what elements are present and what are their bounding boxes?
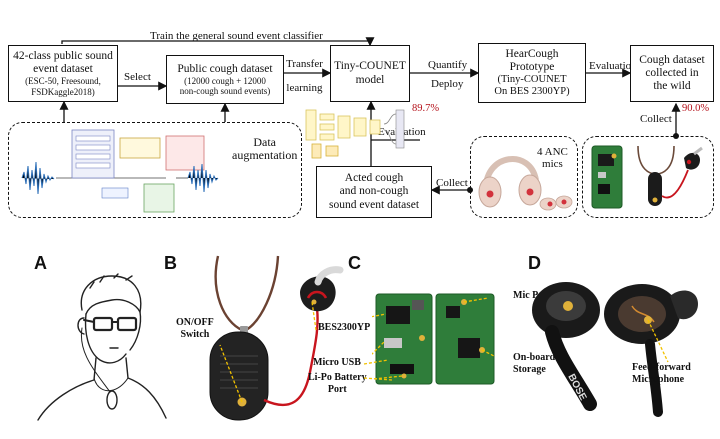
box-public-cough: Public cough dataset (12000 cough + 1200… <box>166 55 284 104</box>
transfer-label: Transfer learning <box>286 58 323 95</box>
panel-c-letter: C <box>348 253 361 273</box>
panel-a-letter: A <box>34 253 47 273</box>
data-augmentation-label: Data augmentation <box>232 135 298 163</box>
quantify-label: Quantify <box>428 59 468 71</box>
select-label: Select <box>124 71 151 83</box>
person-wearing-device-illustration <box>37 273 167 421</box>
feed-forward-microphone-label: Feed-forward Microphone <box>632 362 691 385</box>
device-group <box>582 136 714 218</box>
deploy-label: Deploy <box>431 78 464 90</box>
box-acted: Acted cough and non-cough sound event da… <box>316 166 432 218</box>
box-42class: 42-class public sound event dataset (ESC… <box>8 45 118 102</box>
battery-port-label: Li-Po Battery Port <box>308 372 367 395</box>
mic-port-label: Mic Port <box>513 290 552 301</box>
augmentation-pipeline-diagram <box>21 129 219 213</box>
onboard-storage-label: On-board Storage <box>513 352 556 375</box>
accuracy-model: 89.7% <box>412 103 440 114</box>
box-hearcough: HearCough Prototype (Tiny-COUNET On BES … <box>478 43 586 103</box>
pcb-board-photo <box>372 293 495 385</box>
data-augmentation-group <box>8 122 302 218</box>
hearcough-prototype-photo <box>209 255 344 421</box>
device-photos <box>591 145 703 209</box>
collect-mid-label: Collect <box>436 177 468 189</box>
headphones-earbuds-photo <box>478 155 573 211</box>
box-tiny-counet: Tiny-COUNET model <box>330 45 410 102</box>
collect-right-label: Collect <box>640 113 672 125</box>
bes2300yp-label: BES2300YP <box>318 322 371 333</box>
accuracy-wild: 90.0% <box>682 103 710 114</box>
network-diagram-thumbnail <box>305 109 405 159</box>
panel-b-letter: B <box>164 253 177 273</box>
train-label: Train the general sound event classifier <box>150 30 323 42</box>
onoff-switch-label: ON/OFF Switch <box>176 317 214 340</box>
bose-earbuds-photo: BOSE <box>532 282 698 417</box>
anc-mics-label: 4 ANC mics <box>537 146 568 171</box>
train-arrow <box>61 37 375 47</box>
evaluation-top-label: Evaluation <box>589 60 637 72</box>
panel-d-letter: D <box>528 253 541 273</box>
box-wild: Cough dataset collected in the wild <box>630 45 714 102</box>
anc-earbuds-group <box>470 136 578 218</box>
micro-usb-label: Micro USB <box>313 357 361 368</box>
